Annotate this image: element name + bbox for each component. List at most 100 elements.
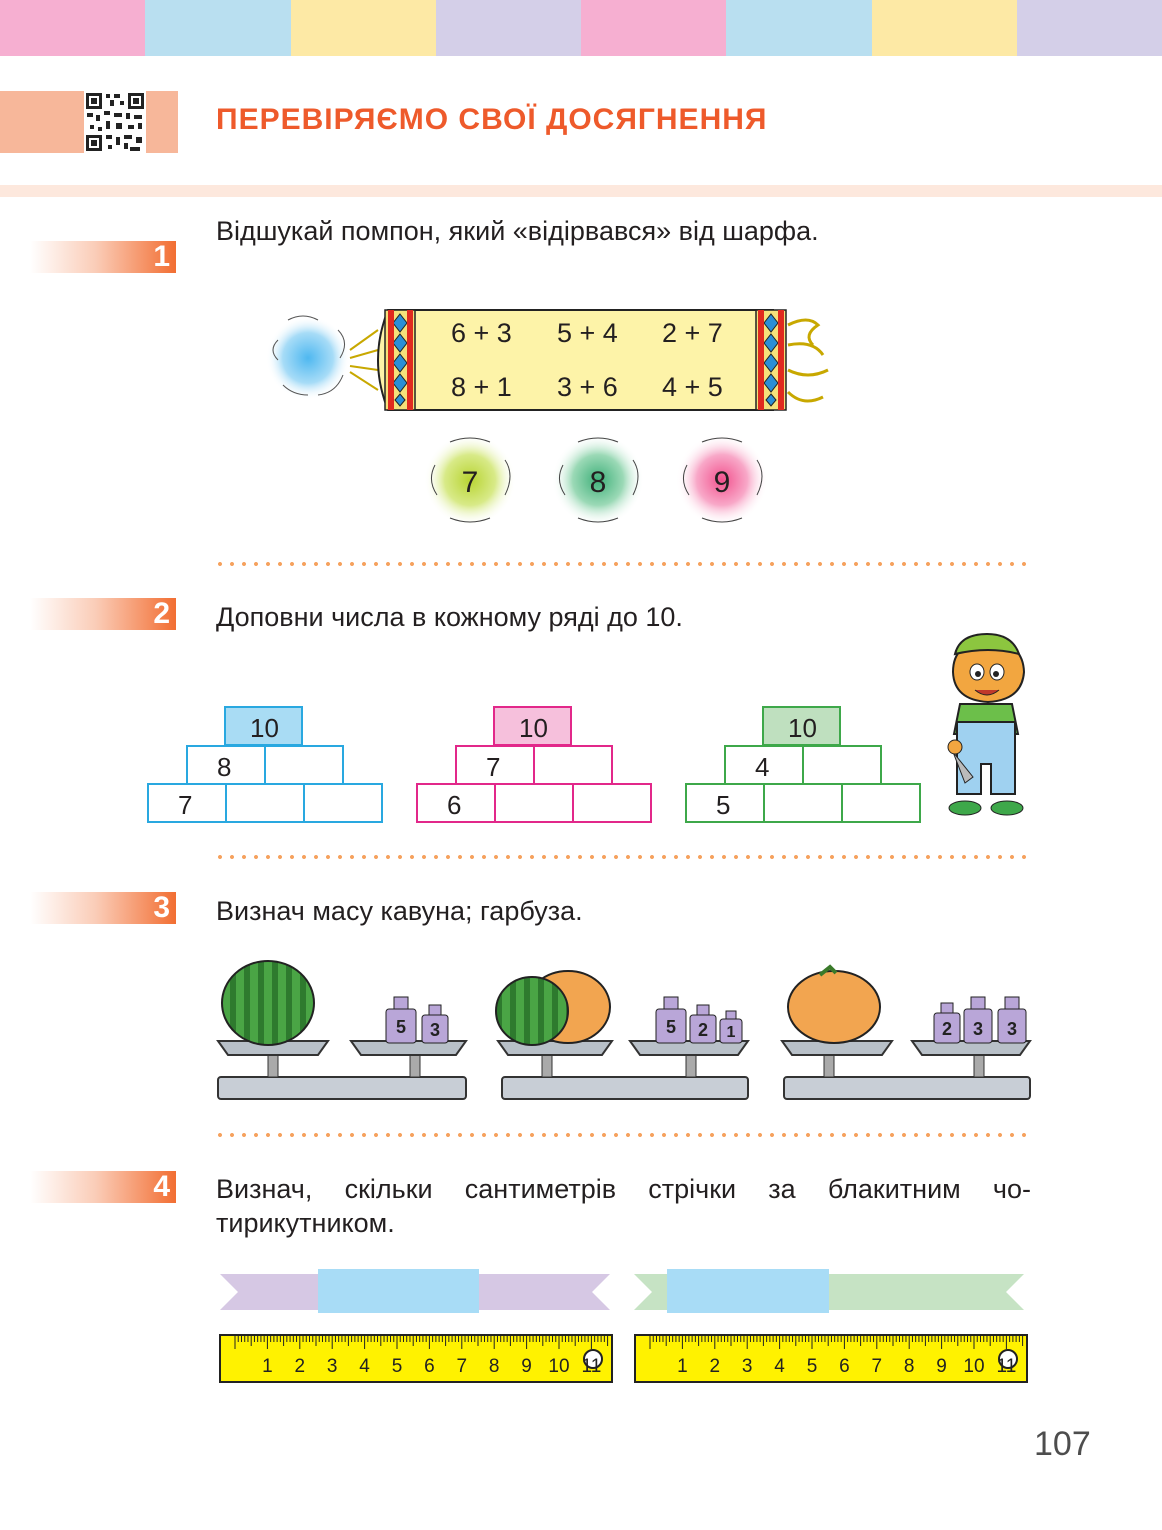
dotted-divider bbox=[214, 855, 1032, 859]
scale-3: 2 3 3 bbox=[780, 964, 1032, 1100]
task-number: 3 bbox=[153, 891, 170, 924]
ruler-label: 6 bbox=[839, 1356, 850, 1377]
ruler-label: 4 bbox=[359, 1356, 370, 1377]
svg-text:3: 3 bbox=[973, 1019, 983, 1039]
ruler-label: 3 bbox=[742, 1356, 753, 1377]
ruler-label: 8 bbox=[904, 1356, 915, 1377]
task-number-tab-3: 3 bbox=[30, 892, 176, 924]
pyramid-top: 10 bbox=[788, 713, 817, 743]
answer-cell[interactable] bbox=[572, 783, 652, 823]
task-number-tab-1: 1 bbox=[30, 241, 176, 273]
weight: 5 bbox=[385, 996, 417, 1044]
scarf-body bbox=[377, 309, 774, 411]
pyramid-bottom: 6 bbox=[447, 790, 461, 820]
pompon-option[interactable]: 8 bbox=[552, 434, 644, 526]
scale-1: 5 3 bbox=[216, 960, 468, 1100]
ruler-label: 5 bbox=[807, 1356, 818, 1377]
weight: 5 bbox=[655, 996, 687, 1044]
pyramid-top: 10 bbox=[519, 713, 548, 743]
answer-cell[interactable] bbox=[494, 783, 574, 823]
answer-cell[interactable] bbox=[225, 783, 305, 823]
pyramid-mid: 7 bbox=[486, 752, 500, 782]
header-divider bbox=[0, 185, 1162, 197]
pumpkin bbox=[787, 970, 881, 1044]
ruler-label: 8 bbox=[489, 1356, 500, 1377]
scarf-expression: 4 + 5 bbox=[662, 372, 723, 402]
ruler-label: 3 bbox=[327, 1356, 338, 1377]
svg-text:2: 2 bbox=[942, 1019, 952, 1039]
blue-rectangle bbox=[318, 1269, 479, 1313]
pyramid-top: 10 bbox=[250, 713, 279, 743]
ribbons bbox=[220, 1269, 1024, 1313]
page-number: 107 bbox=[1034, 1425, 1091, 1463]
pyramid-mid: 4 bbox=[755, 752, 769, 782]
watermelon bbox=[495, 976, 569, 1046]
ruler-label: 11 bbox=[997, 1356, 1017, 1377]
dotted-divider bbox=[214, 562, 1032, 566]
task-4-text-line2: тирикутником. bbox=[216, 1208, 395, 1238]
scarf-illustration: 6 + 3 5 + 4 2 + 7 8 + 1 3 + 6 4 + 5 bbox=[266, 309, 829, 411]
qr-code[interactable] bbox=[84, 91, 146, 153]
pyramid-blue: 10 8 7 bbox=[147, 706, 383, 823]
weight: 3 bbox=[421, 1004, 449, 1044]
ruler-label: 9 bbox=[936, 1356, 947, 1377]
ruler-label: 4 bbox=[774, 1356, 785, 1377]
answer-cell[interactable] bbox=[264, 745, 344, 785]
weight: 3 bbox=[963, 996, 993, 1044]
ruler-label: 9 bbox=[521, 1356, 532, 1377]
scarf-expression: 6 + 3 bbox=[451, 318, 512, 348]
ruler-label: 2 bbox=[710, 1356, 721, 1377]
answer-cell[interactable] bbox=[303, 783, 383, 823]
scarf-expression: 3 + 6 bbox=[557, 372, 618, 402]
ruler-label: 2 bbox=[295, 1356, 306, 1377]
svg-text:5: 5 bbox=[396, 1017, 406, 1037]
svg-text:3: 3 bbox=[1007, 1019, 1017, 1039]
task-3-text: Визнач масу кавуна; гарбуза. bbox=[216, 896, 583, 926]
ruler-label: 1 bbox=[262, 1356, 273, 1377]
pompon-option[interactable]: 9 bbox=[676, 434, 768, 526]
svg-text:5: 5 bbox=[666, 1017, 676, 1037]
pyramid-bottom: 5 bbox=[716, 790, 730, 820]
ruler-label: 10 bbox=[548, 1356, 569, 1377]
cat-character-illustration bbox=[947, 632, 1026, 816]
ruler-label: 1 bbox=[677, 1356, 688, 1377]
weight: 3 bbox=[997, 996, 1027, 1044]
task-number: 2 bbox=[153, 597, 170, 630]
task-4-text-line1: Визнач, скільки сантиметрів стрічки за б… bbox=[216, 1174, 1031, 1204]
ruler-label: 10 bbox=[963, 1356, 984, 1377]
ruler-label: 7 bbox=[457, 1356, 468, 1377]
ruler-label: 11 bbox=[582, 1356, 602, 1377]
task-number: 1 bbox=[153, 240, 170, 273]
answer-cell[interactable] bbox=[763, 783, 843, 823]
answer-cell[interactable] bbox=[841, 783, 921, 823]
pompon-label: 8 bbox=[590, 466, 607, 499]
pyramid-bottom: 7 bbox=[178, 790, 192, 820]
page-title: ПЕРЕВІРЯЄМО СВОЇ ДОСЯГНЕННЯ bbox=[216, 103, 768, 136]
scarf-expression: 2 + 7 bbox=[662, 318, 723, 348]
svg-text:3: 3 bbox=[430, 1020, 440, 1040]
pompon-label: 9 bbox=[714, 466, 731, 499]
task-1-text: Відшукай помпон, який «відірвався» від ш… bbox=[216, 216, 819, 246]
scarf-expression: 8 + 1 bbox=[451, 372, 512, 402]
scarf-expression: 5 + 4 bbox=[557, 318, 618, 348]
answer-cell[interactable] bbox=[802, 745, 882, 785]
dotted-divider bbox=[214, 1133, 1032, 1137]
pompon-label: 7 bbox=[462, 466, 479, 499]
weight: 1 bbox=[719, 1010, 743, 1044]
task-number-tab-2: 2 bbox=[30, 598, 176, 630]
weight: 2 bbox=[933, 1002, 961, 1044]
pyramid-pink: 10 7 6 bbox=[416, 706, 652, 823]
blue-rectangle bbox=[667, 1269, 829, 1313]
ruler-label: 6 bbox=[424, 1356, 435, 1377]
scales-illustration: 5 3 5 2 1 2 3 3 bbox=[216, 960, 1032, 1100]
top-color-bar bbox=[0, 0, 1162, 56]
pyramid-mid: 8 bbox=[217, 752, 231, 782]
answer-cell[interactable] bbox=[533, 745, 613, 785]
svg-text:1: 1 bbox=[727, 1024, 736, 1041]
weight: 2 bbox=[689, 1004, 717, 1044]
task-number: 4 bbox=[153, 1170, 170, 1203]
pompon-option[interactable]: 7 bbox=[424, 434, 516, 526]
pompon-blue bbox=[266, 316, 350, 400]
